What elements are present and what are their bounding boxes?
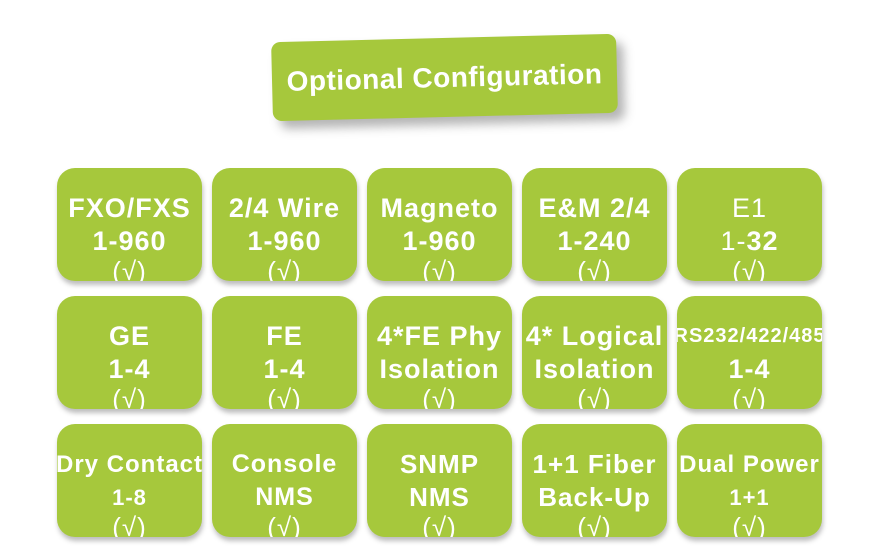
availability-check: (√) (732, 384, 767, 410)
card-title-line: SNMP (400, 448, 479, 481)
card-title-text: Isolation (534, 354, 655, 384)
card-title-line: GE (109, 320, 150, 353)
card-title-line: Back-Up (538, 481, 650, 514)
card-title-line: Isolation (379, 353, 499, 386)
availability-check: (√) (732, 512, 767, 538)
card-title-line: 1-32 (720, 225, 778, 258)
card-title-text: GE (108, 321, 150, 351)
card-title-text: Console (231, 450, 338, 478)
card-title-line: Isolation (534, 353, 654, 386)
availability-check: (√) (422, 384, 457, 410)
card-title-line: 1-960 (247, 225, 321, 258)
card-title-line: 1-240 (557, 225, 631, 258)
card-title-line: 4* Logical (526, 320, 664, 353)
card-title-text: RS232/422/485 (677, 325, 822, 347)
card-title-text: 4* Logical (525, 321, 664, 351)
card-title-line: Magneto (381, 192, 499, 225)
card-dual-power: Dual Power 1+1(√) (677, 424, 822, 537)
card-title-segment: 32 (746, 226, 779, 256)
availability-check: (√) (267, 512, 302, 538)
card-title-line: RS232/422/485 (677, 320, 822, 353)
availability-check: (√) (112, 384, 147, 410)
card-title-text: 1-960 (92, 226, 167, 256)
availability-check: (√) (577, 384, 612, 410)
availability-check: (√) (422, 512, 457, 538)
availability-check: (√) (112, 256, 147, 282)
card-title-line: Dry Contact (57, 448, 202, 481)
card-title-line: 4*FE Phy (377, 320, 502, 353)
card-title-text: 2/4 Wire (228, 193, 341, 223)
card-title-line: 1+1 Fiber (533, 448, 657, 481)
card-title-text: 1+1 Fiber (532, 449, 657, 479)
availability-check: (√) (577, 512, 612, 538)
card-title-text: 1+1 (729, 485, 770, 510)
availability-check: (√) (267, 384, 302, 410)
card-title-line: 1-960 (402, 225, 476, 258)
card-title-line: 2/4 Wire (229, 192, 340, 225)
card-title-text: 4*FE Phy (376, 321, 503, 351)
banner-title: Optional Configuration (286, 57, 603, 97)
card-title-text: E1 (731, 193, 768, 223)
card-title-text: Dual Power (679, 451, 820, 478)
card-title-line: NMS (255, 481, 314, 514)
card-title-line: Console (232, 448, 338, 481)
card-title-text: E&M 2/4 (538, 193, 651, 223)
card-title-text: SNMP (399, 449, 480, 479)
card-title-segment: 1- (720, 226, 747, 256)
card-title-line: 1-4 (728, 353, 770, 386)
card-title-text: NMS (409, 482, 470, 512)
availability-check: (√) (577, 256, 612, 282)
card-rs232-422-485: RS232/422/485 1-4(√) (677, 296, 822, 409)
card-title-line: Dual Power (679, 448, 820, 481)
card-title-line: NMS (409, 481, 470, 514)
card-title-line: 1-4 (263, 353, 305, 386)
availability-check: (√) (112, 512, 147, 538)
card-title-text: 1-4 (108, 354, 151, 384)
availability-check: (√) (422, 256, 457, 282)
card-title-text: NMS (255, 483, 314, 511)
card-title-line: FE (266, 320, 303, 353)
card-title-text: Back-Up (538, 482, 651, 512)
availability-check: (√) (267, 256, 302, 282)
card-title-text: 1-4 (728, 354, 771, 384)
optional-configuration-banner: Optional Configuration (271, 33, 618, 122)
card-title-text: FE (266, 321, 303, 351)
card-title-text: Dry Contact (57, 451, 202, 478)
card-dry-contact: Dry Contact 1-8(√) (57, 424, 202, 537)
card-title-line: 1+1 (729, 481, 769, 514)
card-title-text: FXO/FXS (68, 193, 191, 223)
card-title-line: 1-4 (108, 353, 150, 386)
availability-check: (√) (732, 256, 767, 282)
card-title-text: 1-8 (112, 485, 147, 510)
card-title-line: 1-8 (112, 481, 147, 514)
card-title-text: 1-4 (263, 354, 306, 384)
card-title-line: E&M 2/4 (538, 192, 650, 225)
card-title-text: 1-960 (402, 226, 477, 256)
card-title-line: FXO/FXS (68, 192, 191, 225)
card-title-line: E1 (732, 192, 767, 225)
card-title-text: 1-240 (557, 226, 632, 256)
card-title-text: Isolation (379, 354, 500, 384)
card-title-text: 1-960 (247, 226, 322, 256)
card-title-text: Magneto (380, 193, 499, 223)
card-title-line: 1-960 (92, 225, 166, 258)
